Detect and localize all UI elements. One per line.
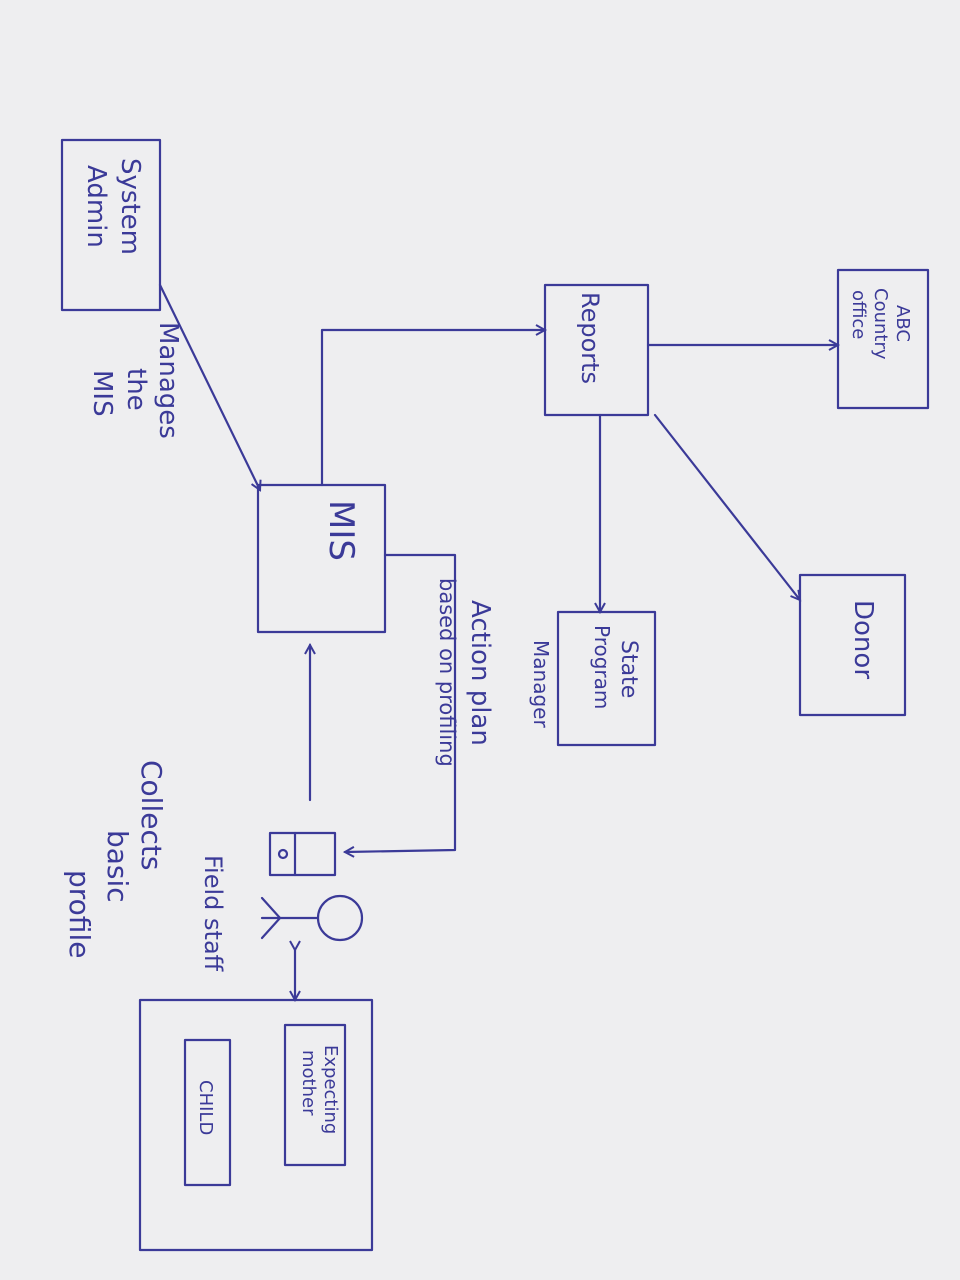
- collects-label-3: profile: [63, 870, 96, 958]
- donor-box: [798, 573, 907, 717]
- system-admin-label-2: Admin: [81, 165, 111, 248]
- field-staff-label: Field staff: [199, 855, 227, 972]
- admin-to-mis-arrow: [158, 283, 260, 490]
- expecting-mother-box: [283, 1023, 347, 1167]
- expecting-mother-label-2: mother: [298, 1050, 319, 1116]
- reports-label: Reports: [576, 292, 604, 384]
- system-admin-label-1: System: [115, 158, 145, 255]
- state-label-1: State: [616, 640, 641, 698]
- system-admin-box: [60, 138, 162, 312]
- child-box: [183, 1038, 232, 1187]
- abc-office-box: [836, 268, 930, 410]
- reports-box: [543, 283, 650, 417]
- state-manager-box: [556, 610, 657, 747]
- expecting-mother-label-1: Expecting: [320, 1045, 341, 1134]
- manages-label-2: the: [121, 368, 151, 411]
- abc-label-2: Country: [870, 288, 891, 360]
- donor-label: Donor: [848, 600, 878, 679]
- manages-label-3: MIS: [87, 370, 117, 417]
- action-plan-arrow: [345, 553, 457, 852]
- reports-to-donor-arrow: [653, 413, 800, 600]
- child-label: CHILD: [195, 1080, 216, 1135]
- action-plan-label-2: based on profiling: [435, 578, 459, 767]
- action-plan-label-1: Action plan: [465, 600, 495, 746]
- state-label-3: Manager: [529, 640, 553, 728]
- beneficiaries-box: [138, 998, 374, 1252]
- manages-label-1: Manages: [153, 322, 183, 439]
- mis-to-reports-arrow: [320, 330, 545, 487]
- abc-label-3: office: [848, 290, 869, 339]
- abc-label-1: ABC: [892, 305, 913, 342]
- collects-label-2: basic: [101, 830, 134, 903]
- collects-label-1: Collects: [135, 760, 168, 870]
- phone-icon: [268, 831, 337, 877]
- field-staff-figure-icon: [260, 894, 364, 942]
- state-label-2: Program: [590, 625, 614, 709]
- mis-label: MIS: [321, 500, 361, 561]
